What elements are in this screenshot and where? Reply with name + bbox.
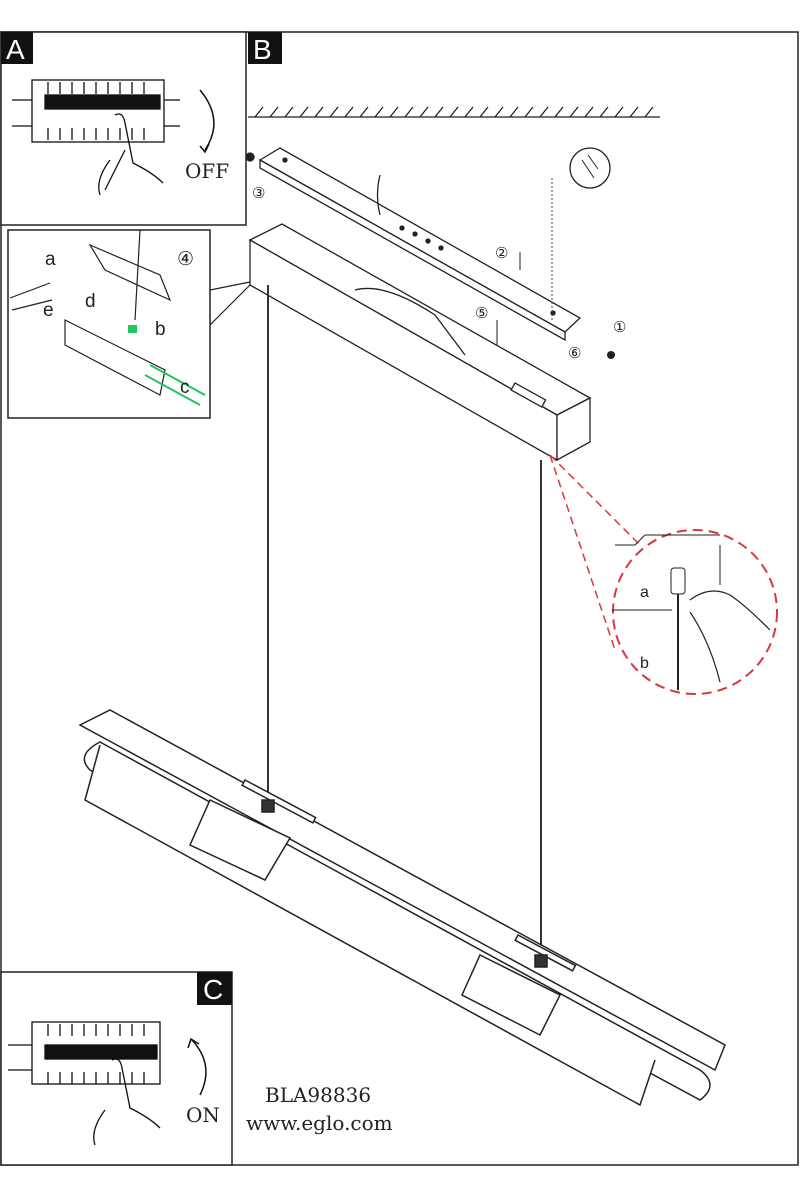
hand-icon [98,113,164,196]
step-3: ③ [252,185,265,202]
step-1: ① [613,319,626,336]
canopy [248,223,592,462]
detail-callout-a: a [640,584,649,601]
wall-plug-icon [569,147,611,189]
callout-d: d [85,291,96,312]
wiring-inset: a b c d e ④ [7,229,251,419]
callout-b: b [155,319,166,340]
step-6: ⑥ [568,345,581,362]
hand-icon [93,1058,161,1146]
pendant-lamp-body [78,709,726,1107]
detail-callout: a b [549,454,778,695]
circuit-breaker-icon [12,79,180,143]
panel-b-label: B [253,34,272,65]
off-label: OFF [185,159,229,183]
detail-callout-b: b [640,655,649,672]
callout-e: e [43,300,54,321]
circuit-breaker-icon [8,1021,161,1085]
panel-c-label: C [203,974,223,1005]
mounting-bracket [245,147,582,342]
ceiling-hatch [248,106,660,118]
website-url: www.eglo.com [246,1111,393,1135]
panel-a: A OFF [0,31,247,226]
on-label: ON [186,1103,220,1127]
arrow-up-icon [191,1039,207,1096]
hand-icon [689,590,771,683]
callout-a: a [45,249,56,270]
panel-a-label: A [6,34,25,65]
callout-c: c [180,377,190,398]
terminal-block-icon [9,229,206,406]
panel-c: C ON [0,971,233,1166]
step-5: ⑤ [475,305,488,322]
step-4: ④ [177,249,194,270]
step-2: ② [495,245,508,262]
page-frame [0,31,799,1166]
screw-icon [607,351,615,359]
model-number: BLA98836 [265,1083,371,1107]
